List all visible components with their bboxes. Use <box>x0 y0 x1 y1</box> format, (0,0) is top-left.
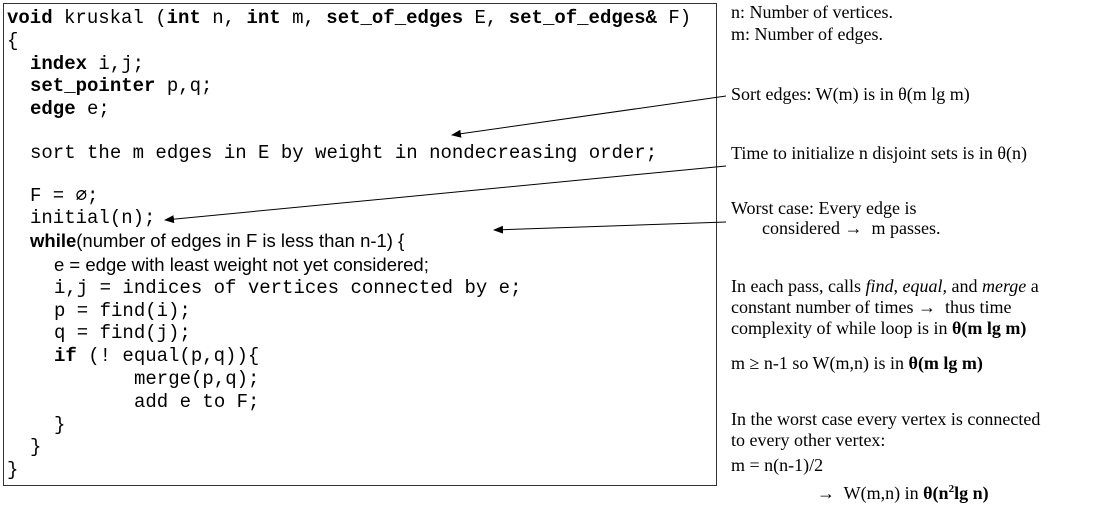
right-arrow-icon: → <box>917 297 936 317</box>
sig-param-m: m, <box>280 7 327 29</box>
note-final-a: W(m,n) in <box>835 483 924 503</box>
code-decl-index: index i,j; <box>30 53 144 75</box>
note-pass-2-b: thus time <box>935 297 1012 317</box>
code-close-while: } <box>30 436 42 458</box>
sig-name: kruskal ( <box>52 7 167 29</box>
note-sort-cost: Sort edges: W(m) is in θ(m lg m) <box>731 84 970 104</box>
term-find: find <box>865 276 894 296</box>
note-pass-3: complexity of while loop is in θ(m lg m) <box>731 318 1026 338</box>
kw-set-pointer: set_pointer <box>30 75 156 97</box>
note-final-bound: → W(m,n) in θ(n2lg n) <box>817 483 989 503</box>
decl-edge-vars: e; <box>75 98 110 120</box>
sig-param-n: n, <box>200 7 247 29</box>
note-pass-1-c: and <box>946 276 982 296</box>
kw-index: index <box>30 53 88 75</box>
code-while-line: while(number of edges in F is less than … <box>30 230 404 252</box>
arrow-initial <box>164 165 727 224</box>
note-worst-case-2-a: considered <box>762 218 845 238</box>
code-close-func: } <box>7 459 19 481</box>
code-listing: void kruskal (int n, int m, set_of_edges… <box>3 3 717 486</box>
note-init-cost: Time to initialize n disjoint sets is in… <box>731 143 1027 163</box>
while-condition: (number of edges in F is less than n-1) … <box>76 230 405 251</box>
sig-param-e: E, <box>463 7 509 29</box>
kw-while: while <box>30 230 77 251</box>
right-arrow-icon: → <box>817 483 835 503</box>
if-condition: (! equal(p,q)){ <box>76 345 260 367</box>
note-worst-case-2-b: m passes. <box>862 218 941 238</box>
note-worst-vertex-1: In the worst case every vertex is connec… <box>731 409 1041 429</box>
note-m-bound: m ≥ n-1 so W(m,n) is in θ(m lg m) <box>731 353 983 373</box>
note-pass-1-d: a <box>1026 276 1039 296</box>
code-decl-edge: edge e; <box>30 98 110 120</box>
code-e-assign: e = edge with least weight not yet consi… <box>54 254 429 275</box>
note-m-def: m: Number of edges. <box>731 24 883 44</box>
note-worst-case-2: considered → m passes. <box>762 218 940 238</box>
note-final-sup: 2 <box>948 483 955 495</box>
kw-set-of-edges-ref: set_of_edges& <box>508 7 657 29</box>
note-edge-count: m = n(n-1)/2 <box>731 455 824 475</box>
note-m-bound-a: m ≥ n-1 so W(m,n) is in <box>731 353 909 373</box>
code-p-find: p = find(i); <box>54 300 191 322</box>
term-equal: equal, <box>902 276 947 296</box>
code-initial: initial(n); <box>30 207 156 229</box>
note-final-theta-2: lg n) <box>954 483 989 503</box>
term-merge: merge <box>981 276 1027 296</box>
kw-edge: edge <box>30 98 76 120</box>
arrow-while <box>493 221 727 234</box>
kw-int: int <box>246 7 281 29</box>
note-final-theta: θ(n2lg n) <box>923 483 988 503</box>
kw-set-of-edges: set_of_edges <box>326 7 464 29</box>
note-pass-2: constant number of times → thus time <box>731 297 1011 317</box>
note-pass-1: In each pass, calls find, equal, and mer… <box>731 276 1039 296</box>
sig-param-f: F) <box>656 7 692 29</box>
code-open-brace: { <box>7 30 19 52</box>
code-f-empty: F = ∅; <box>30 185 99 207</box>
code-merge: merge(p,q); <box>134 368 260 390</box>
right-arrow-icon: → <box>844 218 863 238</box>
note-m-bound-theta: θ(m lg m) <box>908 353 983 373</box>
code-ij-assign: i,j = indices of vertices connected by e… <box>54 277 522 299</box>
code-add: add e to F; <box>134 391 260 413</box>
code-q-find: q = find(j); <box>54 322 191 344</box>
note-pass-3-a: complexity of while loop is in <box>731 318 952 338</box>
code-signature: void kruskal (int n, int m, set_of_edges… <box>7 7 691 29</box>
note-worst-case-1: Worst case: Every edge is <box>731 198 917 218</box>
note-final-theta-1: θ(n <box>923 483 949 503</box>
decl-index-vars: i,j; <box>87 53 145 75</box>
code-close-if: } <box>54 414 66 436</box>
note-n-def: n: Number of vertices. <box>731 2 893 22</box>
kw-if: if <box>54 345 77 367</box>
decl-set-pointer-vars: p,q; <box>155 75 213 97</box>
note-pass-2-a: constant number of times <box>731 297 918 317</box>
note-pass-3-theta: θ(m lg m) <box>951 318 1027 338</box>
kw-void: void <box>7 7 53 29</box>
code-decl-set-pointer: set_pointer p,q; <box>30 75 212 97</box>
note-pass-1-a: In each pass, calls <box>731 276 866 296</box>
code-if-line: if (! equal(p,q)){ <box>54 345 259 367</box>
note-pass-1-b: , <box>893 276 903 296</box>
kw-int: int <box>166 7 201 29</box>
note-worst-vertex-2: to every other vertex: <box>731 430 886 450</box>
code-sort-line: sort the m edges in E by weight in nonde… <box>30 142 658 164</box>
arrow-sort <box>451 95 727 138</box>
